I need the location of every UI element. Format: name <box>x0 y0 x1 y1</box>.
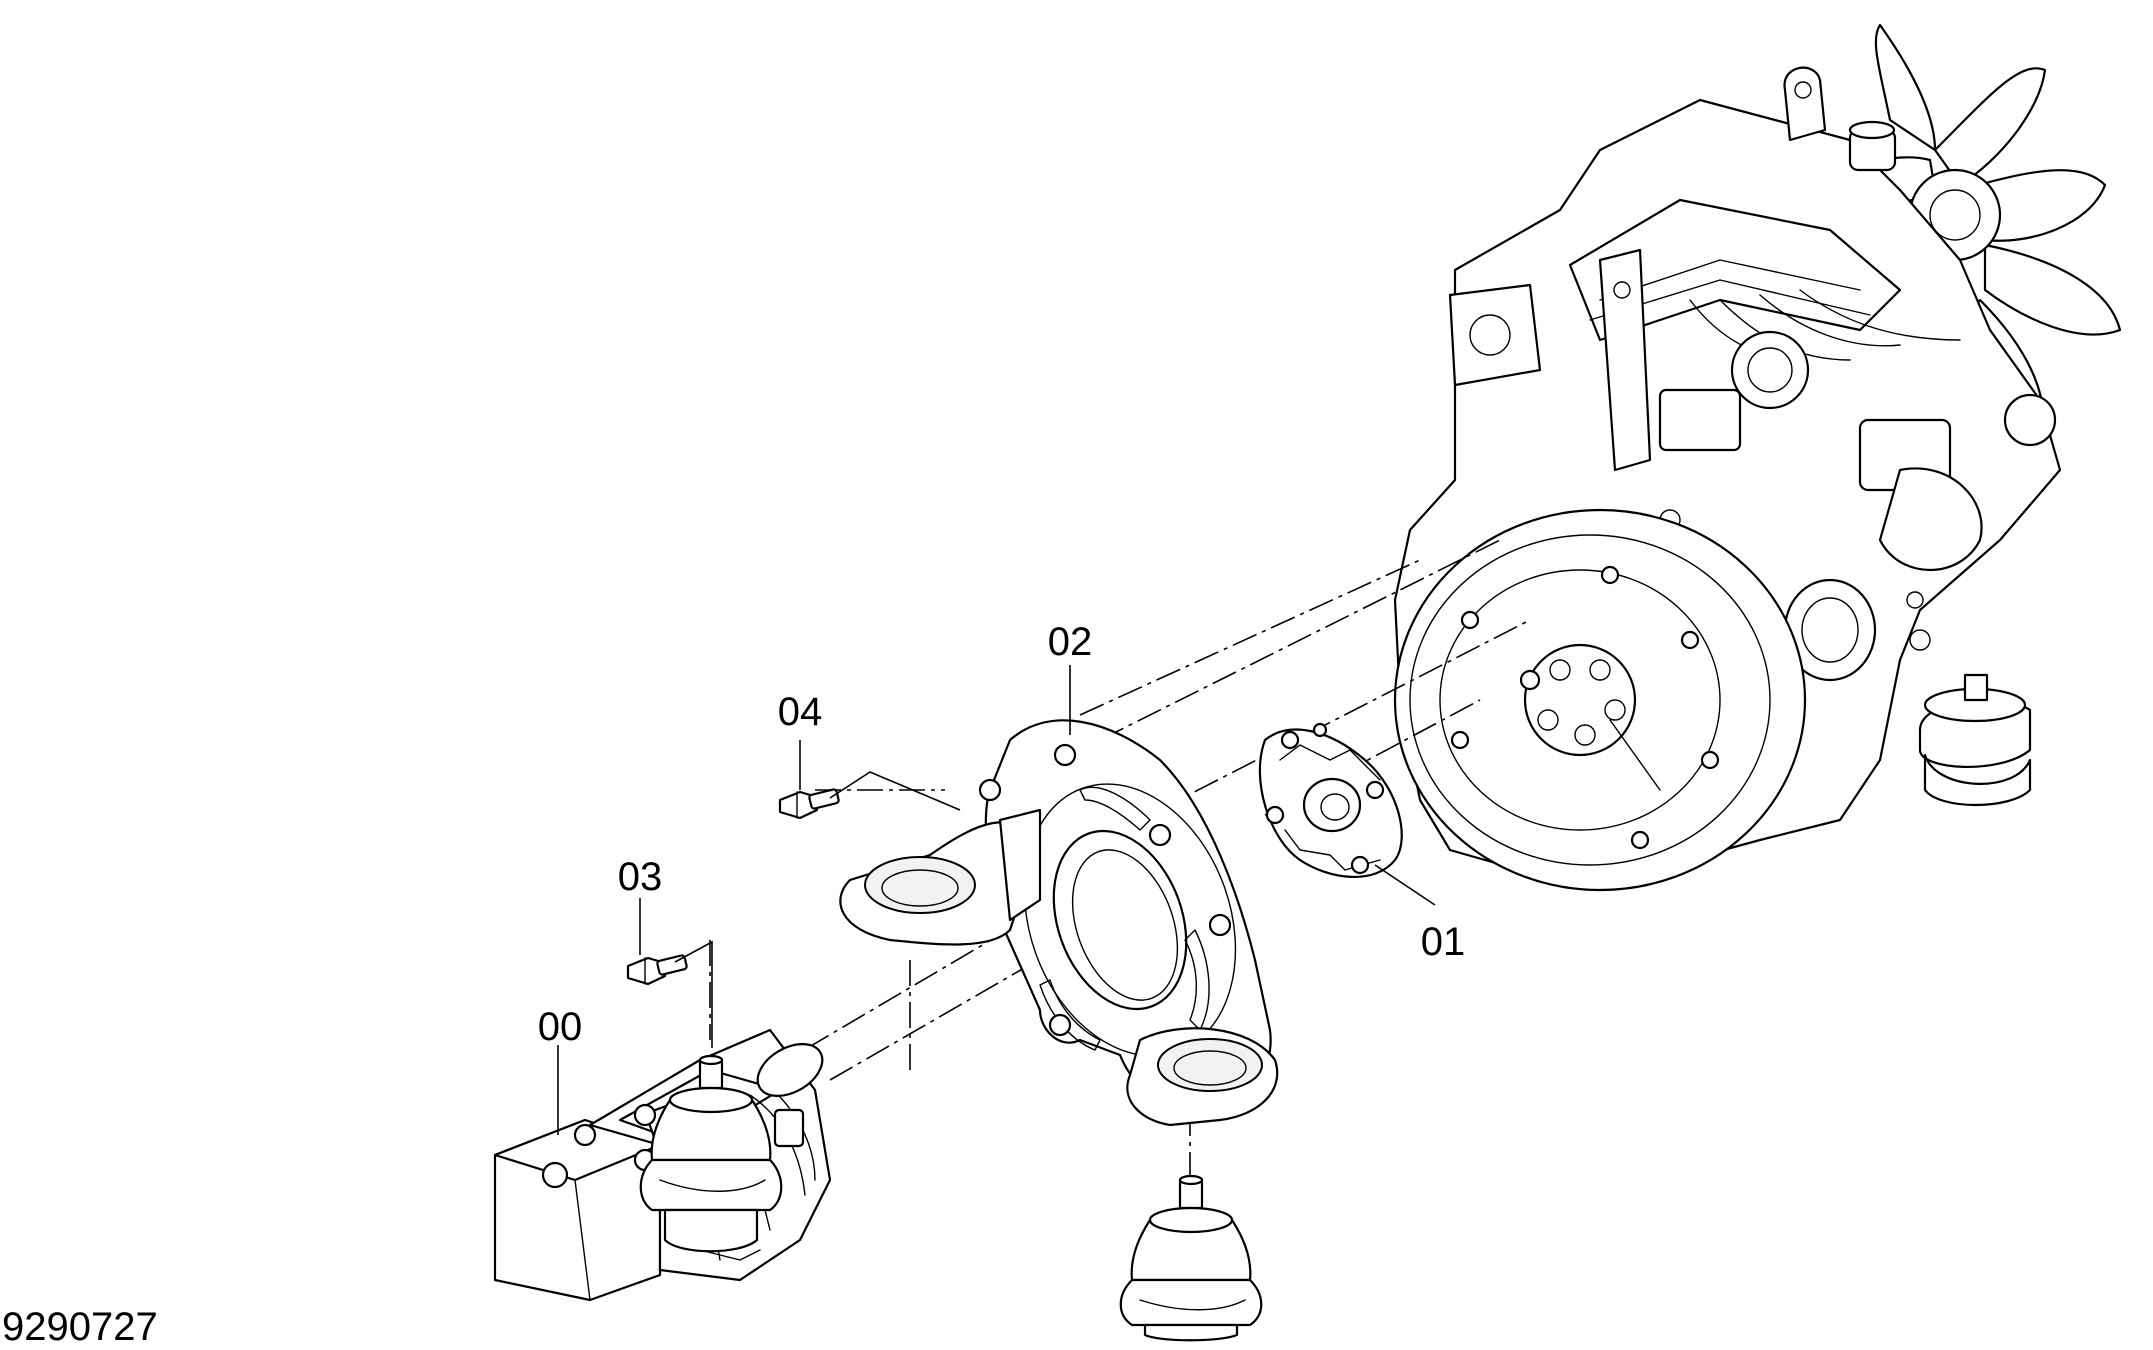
callout-03: 03 <box>618 855 663 899</box>
callout-leaders <box>557 665 1436 1135</box>
bolt-04 <box>778 788 840 820</box>
callout-04: 04 <box>778 690 823 734</box>
rubber-mount-left <box>639 1054 783 1253</box>
callout-00: 00 <box>538 1005 583 1049</box>
engine-mount-right <box>1918 673 2032 807</box>
drawing-number: 9290727 <box>2 1305 158 1345</box>
adapter-plate <box>839 719 1279 1127</box>
bolt-03 <box>626 954 688 986</box>
flexible-coupling <box>1258 722 1403 879</box>
engine-assembly <box>1393 23 2122 892</box>
flywheel-housing <box>1393 508 1807 892</box>
rubber-mount-right <box>1119 1174 1263 1342</box>
callout-02: 02 <box>1048 620 1093 664</box>
callout-01: 01 <box>1421 920 1466 964</box>
